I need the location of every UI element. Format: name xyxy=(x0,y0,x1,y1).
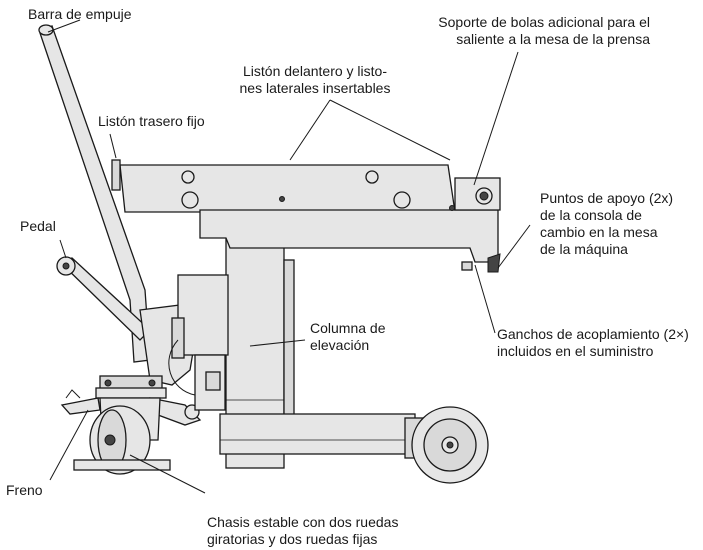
label-hooks: Ganchos de acoplamiento (2×) incluidos e… xyxy=(497,326,689,360)
leader-lines xyxy=(47,19,531,494)
label-pedal: Pedal xyxy=(20,218,56,234)
label-chassis-line2: giratorias y dos ruedas fijas xyxy=(207,531,378,547)
label-support-points-line2: de la consola de xyxy=(540,207,642,223)
label-ball-support: Soporte de bolas adicional para el salie… xyxy=(395,14,650,48)
console-table xyxy=(111,159,501,273)
label-hooks-line2: incluidos en el suministro xyxy=(497,343,654,359)
brake xyxy=(60,389,101,415)
label-ball-support-line2: saliente a la mesa de la prensa xyxy=(456,31,650,47)
label-brake: Freno xyxy=(6,482,43,498)
label-front-strip: Listón delantero y listo- nes laterales … xyxy=(215,63,415,97)
label-support-points-line4: de la máquina xyxy=(540,241,628,257)
label-ball-support-line1: Soporte de bolas adicional para el xyxy=(438,14,650,30)
label-rear-strip: Listón trasero fijo xyxy=(98,113,205,129)
label-column: Columna de elevación xyxy=(310,320,386,354)
label-front-strip-line1: Listón delantero y listo- xyxy=(243,63,387,79)
label-support-points: Puntos de apoyo (2x) de la consola de ca… xyxy=(540,190,673,258)
label-front-strip-line2: nes laterales insertables xyxy=(239,80,391,96)
label-column-line2: elevación xyxy=(310,337,370,353)
label-chassis: Chasis estable con dos ruedas giratorias… xyxy=(207,514,398,548)
label-column-line1: Columna de xyxy=(310,320,386,336)
label-support-points-line1: Puntos de apoyo (2x) xyxy=(540,190,674,206)
label-support-points-line3: cambio en la mesa xyxy=(540,224,658,240)
hydraulic-unit xyxy=(168,274,229,411)
label-chassis-line1: Chasis estable con dos ruedas xyxy=(207,514,399,530)
swivel-wheel xyxy=(73,397,171,475)
fixed-wheel xyxy=(411,406,489,484)
label-hooks-line1: Ganchos de acoplamiento (2×) xyxy=(497,326,689,342)
label-push-bar: Barra de empuje xyxy=(28,6,132,22)
